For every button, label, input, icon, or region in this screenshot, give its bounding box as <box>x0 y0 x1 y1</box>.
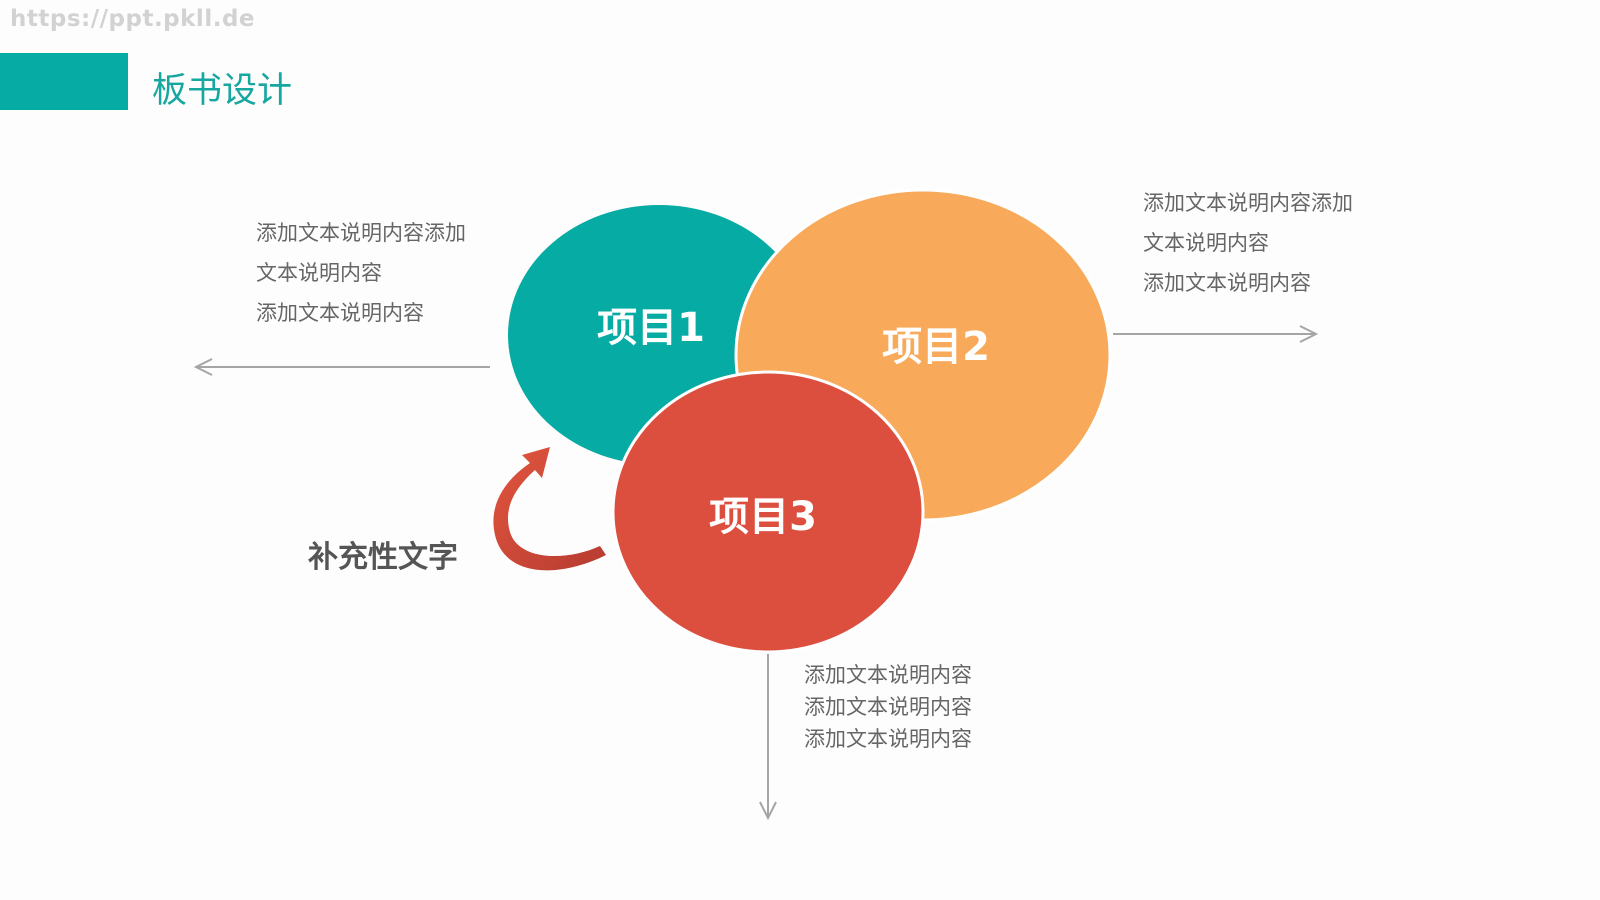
bottom-description-line: 添加文本说明内容 <box>804 663 972 687</box>
left-description-line: 文本说明内容 <box>256 261 382 285</box>
right-description: 添加文本说明内容添加 文本说明内容 添加文本说明内容 <box>1143 183 1353 303</box>
bottom-description: 添加文本说明内容 添加文本说明内容 添加文本说明内容 <box>804 659 972 755</box>
bottom-description-line: 添加文本说明内容 <box>804 695 972 719</box>
curved-arrow-icon <box>493 447 606 571</box>
left-description-line: 添加文本说明内容 <box>256 301 424 325</box>
bottom-description-line: 添加文本说明内容 <box>804 727 972 751</box>
supplement-text: 补充性文字 <box>308 540 458 575</box>
right-description-line: 添加文本说明内容 <box>1143 271 1311 295</box>
item-3-circle[interactable] <box>611 370 925 654</box>
item-1-label: 项目1 <box>597 305 705 351</box>
left-description-line: 添加文本说明内容添加 <box>256 221 466 245</box>
right-description-line: 添加文本说明内容添加 <box>1143 191 1353 215</box>
page-title: 板书设计 <box>152 71 293 111</box>
header-accent-bar <box>0 53 128 110</box>
item-3-label: 项目3 <box>709 494 817 540</box>
item-2-label: 项目2 <box>882 324 990 370</box>
right-description-line: 文本说明内容 <box>1143 231 1269 255</box>
watermark-url: https://ppt.pkll.de <box>10 6 256 32</box>
left-description: 添加文本说明内容添加 文本说明内容 添加文本说明内容 <box>256 213 466 333</box>
